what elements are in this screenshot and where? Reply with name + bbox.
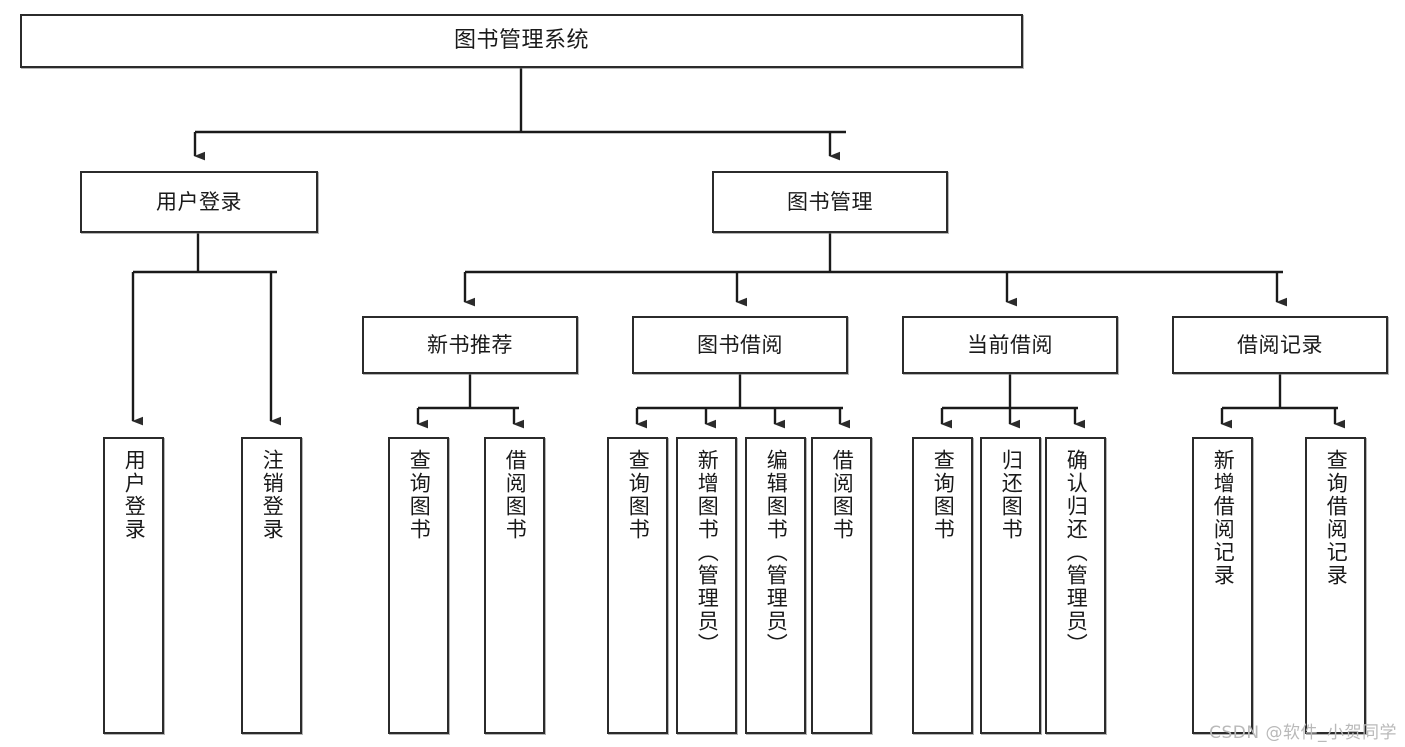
node-user-login[interactable]: 用户登录	[80, 171, 318, 233]
node-borrow-record[interactable]: 借阅记录	[1172, 316, 1388, 374]
node-leaf-query-book-3[interactable]: 查询图书	[912, 437, 973, 734]
node-leaf-return-book[interactable]: 归还图书	[980, 437, 1041, 734]
node-label: 查询图书	[407, 449, 432, 541]
node-leaf-query-book-2[interactable]: 查询图书	[607, 437, 668, 734]
node-leaf-query-book-1[interactable]: 查询图书	[388, 437, 449, 734]
node-root-book-management-system[interactable]: 图书管理系统	[20, 14, 1023, 68]
node-leaf-borrow-book-2[interactable]: 借阅图书	[811, 437, 872, 734]
node-label: 归还图书	[999, 449, 1024, 541]
node-leaf-user-login[interactable]: 用户登录	[103, 437, 164, 734]
node-label: 查询图书	[626, 449, 651, 541]
node-label: 查询图书	[931, 449, 956, 541]
node-leaf-confirm-return[interactable]: 确认归还（管理员）	[1045, 437, 1106, 734]
node-label: 确认归还（管理员）	[1064, 449, 1089, 656]
node-leaf-add-borrow-record[interactable]: 新增借阅记录	[1192, 437, 1253, 734]
csdn-watermark: CSDN @软件_小贺同学	[1209, 723, 1397, 743]
node-label: 图书管理	[787, 189, 873, 214]
node-label: 用户登录	[122, 449, 147, 541]
node-label: 借阅记录	[1237, 332, 1323, 357]
node-label: 用户登录	[156, 189, 242, 214]
node-label: 注销登录	[260, 449, 285, 541]
node-label: 图书借阅	[697, 332, 783, 357]
node-leaf-add-book[interactable]: 新增图书（管理员）	[676, 437, 737, 734]
node-label: 编辑图书（管理员）	[764, 449, 789, 656]
node-leaf-query-borrow-record[interactable]: 查询借阅记录	[1305, 437, 1366, 734]
node-label: 图书管理系统	[453, 27, 589, 53]
node-label: 查询借阅记录	[1324, 449, 1349, 587]
node-current-borrow[interactable]: 当前借阅	[902, 316, 1118, 374]
node-leaf-borrow-book-1[interactable]: 借阅图书	[484, 437, 545, 734]
node-label: 借阅图书	[830, 449, 855, 541]
node-book-borrow[interactable]: 图书借阅	[632, 316, 848, 374]
node-leaf-logout-login[interactable]: 注销登录	[241, 437, 302, 734]
node-label: 借阅图书	[503, 449, 528, 541]
node-book-management[interactable]: 图书管理	[712, 171, 948, 233]
node-label: 新书推荐	[427, 332, 513, 357]
node-leaf-edit-book[interactable]: 编辑图书（管理员）	[745, 437, 806, 734]
node-label: 当前借阅	[967, 332, 1053, 357]
node-new-book-recommend[interactable]: 新书推荐	[362, 316, 578, 374]
node-label: 新增借阅记录	[1211, 449, 1236, 587]
node-label: 新增图书（管理员）	[695, 449, 720, 656]
